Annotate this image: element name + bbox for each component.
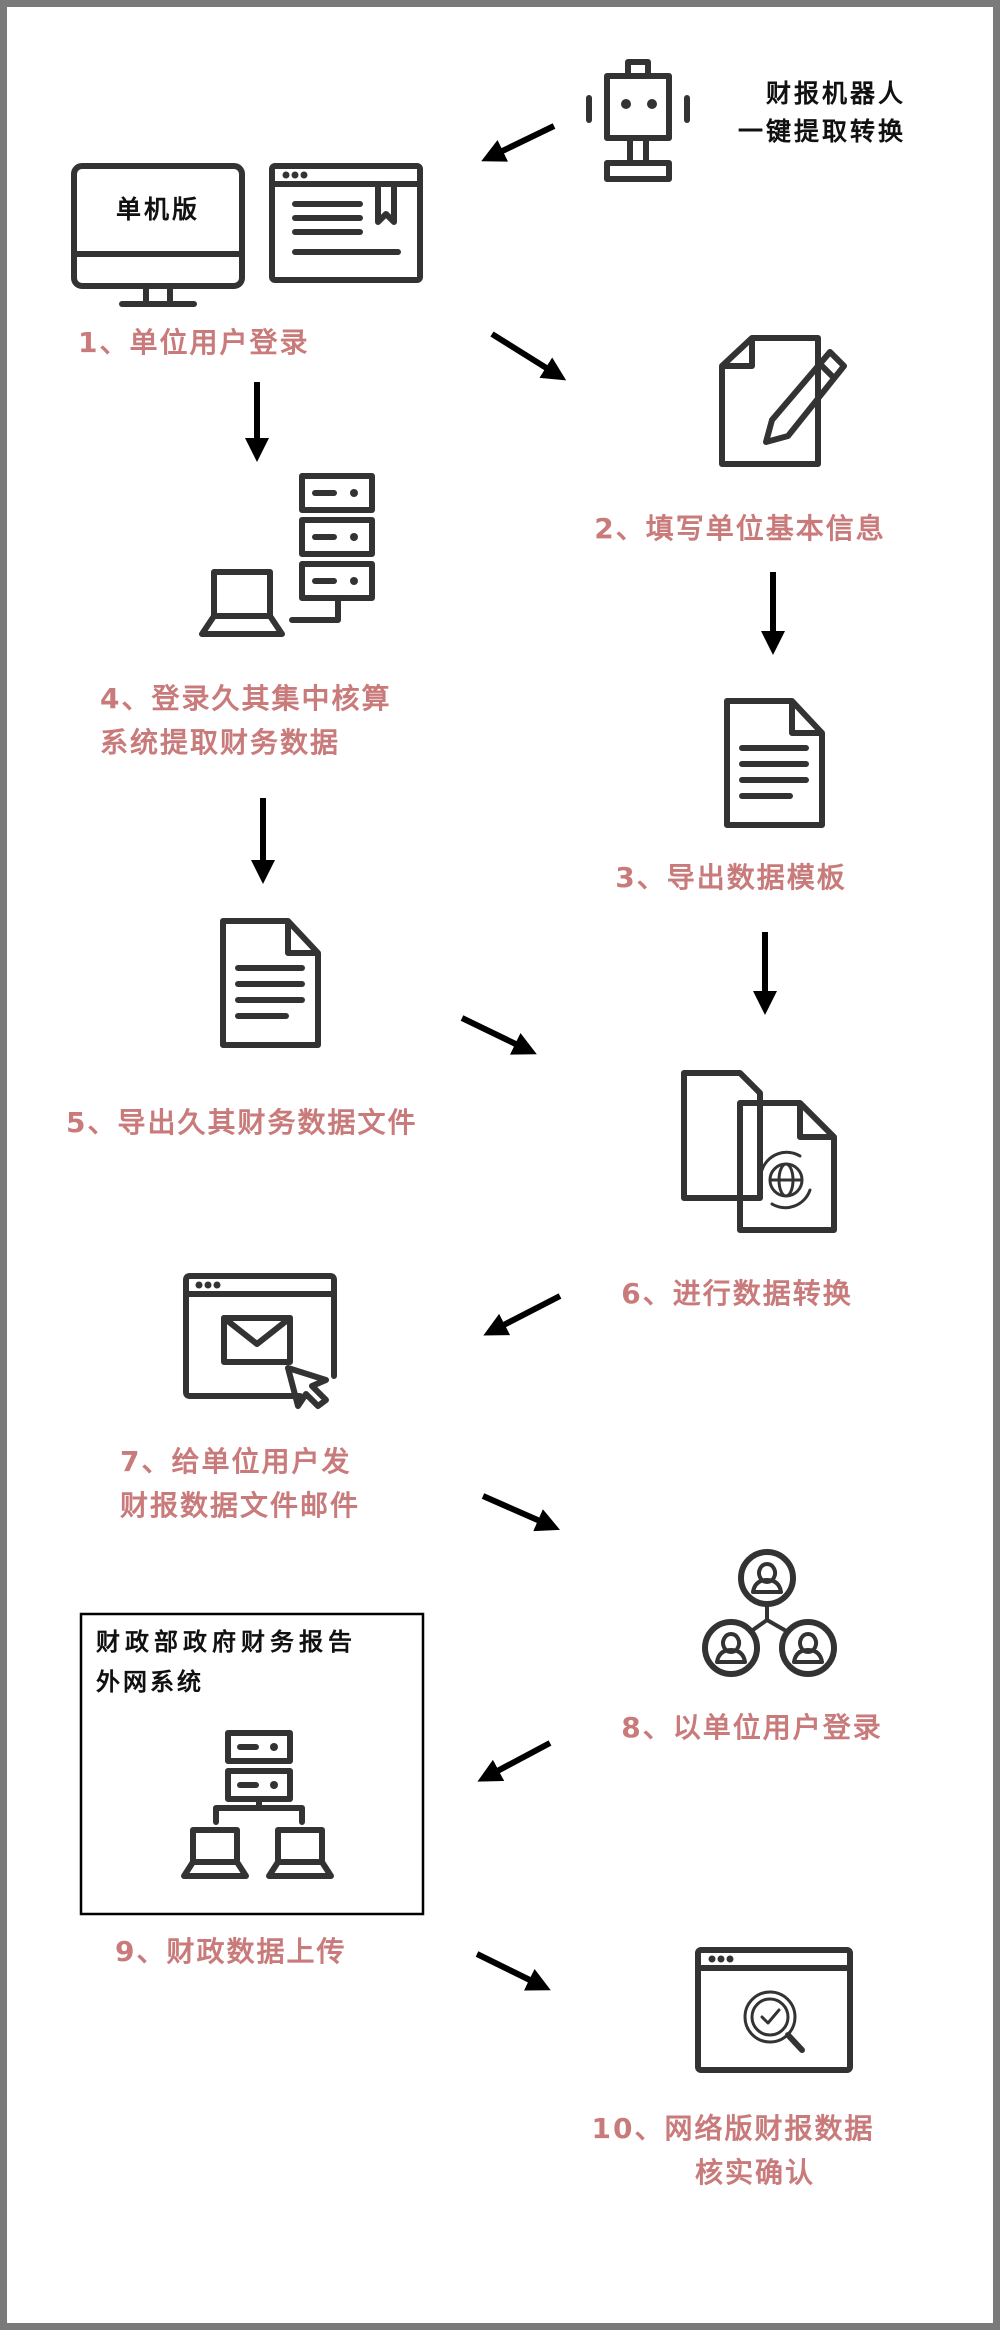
desktop-monitor-icon [71,163,245,307]
arrow-step9-to-step10 [475,1951,551,1991]
server-laptop-icon [199,473,375,637]
step-3-label: 3、导出数据模板 [615,861,846,894]
step-7-label-line1: 7、给单位用户发 [120,1445,351,1478]
verify-browser-icon [695,1947,853,2073]
user-network-icon [702,1549,837,1677]
step-6-label: 6、进行数据转换 [621,1277,852,1310]
step-7-label-line2: 财报数据文件邮件 [120,1489,360,1522]
data-file-icon [220,918,321,1048]
step-8-label: 8、以单位用户登录 [621,1711,882,1744]
external-system-box [79,1612,425,1916]
step-10-label-line1: 10、网络版财报数据 [592,2112,875,2145]
edit-document-icon [719,335,847,467]
arrow-robot-to-step1 [481,123,556,162]
arrow-step5-to-step6 [460,1015,537,1055]
system-box-title-line2: 外网系统 [96,1668,204,1696]
step-4-label-line2: 系统提取财务数据 [100,726,340,759]
arrow-step6-to-step7 [483,1293,562,1336]
server-network-icon [181,1730,334,1879]
email-browser-icon [183,1273,337,1409]
step-4-label-line1: 4、登录久其集中核算 [100,682,391,715]
step-2-label: 2、填写单位基本信息 [594,512,885,545]
arrow-step1-to-step2 [490,331,567,381]
file-conversion-globe-icon [681,1070,837,1233]
arrow-step7-to-step8 [481,1493,560,1532]
monitor-label: 单机版 [116,195,200,224]
step-9-label: 9、财政数据上传 [115,1935,346,1968]
step-10-label-line2: 核实确认 [695,2156,815,2189]
arrow-step8-to-step9 [477,1740,552,1782]
robot-title-line2: 一键提取转换 [738,117,906,146]
robot-icon [586,59,690,182]
step-5-label: 5、导出久其财务数据文件 [66,1106,417,1139]
step-1-label: 1、单位用户登录 [78,326,309,359]
browser-document-icon [269,163,423,283]
document-icon [724,698,825,828]
robot-title-line1: 财报机器人 [766,79,906,108]
system-box-title-line1: 财政部政府财务报告 [96,1628,357,1656]
